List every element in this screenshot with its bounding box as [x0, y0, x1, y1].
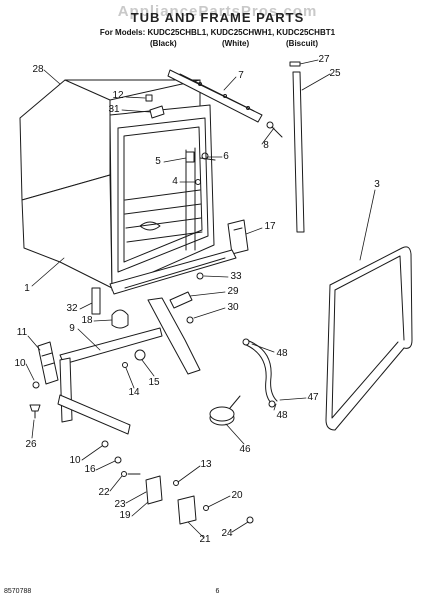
side-bracket-part-17 [227, 219, 249, 255]
model-list: For Models: KUDC25CHBL1, KUDC25CHWH1, KU… [99, 28, 336, 37]
callout-10-upper: 10 [14, 358, 26, 369]
leveling-leg-part-11 [32, 341, 59, 389]
base-frame-part-9 [57, 297, 201, 435]
callout-21: 21 [199, 534, 211, 545]
model-color-biscuit: (Biscuit) [286, 39, 318, 48]
lower-channel [109, 249, 237, 295]
callout-19: 19 [119, 510, 131, 521]
door-gasket-part-3 [325, 246, 413, 431]
parts-32-18 [91, 287, 129, 329]
valve-part-46 [209, 395, 241, 426]
callout-18: 18 [81, 315, 93, 326]
callout-5: 5 [155, 156, 161, 167]
callout-25: 25 [329, 68, 341, 79]
callout-29: 29 [227, 286, 239, 297]
callout-30: 30 [227, 302, 239, 313]
callout-46: 46 [239, 444, 251, 455]
callout-31: 31 [108, 104, 120, 115]
callout-14: 14 [128, 387, 140, 398]
callout-20: 20 [231, 490, 243, 501]
model-color-black: (Black) [150, 39, 177, 48]
callout-24: 24 [221, 528, 233, 539]
callout-16: 16 [84, 464, 96, 475]
leader-lines [25, 59, 376, 539]
screws-part-10-16 [101, 440, 122, 464]
callout-27: 27 [318, 54, 330, 65]
callout-10-lower: 10 [69, 455, 81, 466]
lower-brackets [121, 471, 254, 525]
hose-part-47 [242, 338, 278, 408]
callout-47: 47 [307, 392, 319, 403]
callout-28: 28 [32, 64, 44, 75]
callout-17: 17 [264, 221, 276, 232]
callout-15: 15 [148, 377, 160, 388]
model-color-white: (White) [222, 39, 250, 48]
watermark: AppliancePartsPros.com [117, 3, 318, 20]
callout-48-lower: 48 [276, 410, 288, 421]
document-number: 8570788 [4, 588, 32, 595]
trim-strip-part-25 [289, 61, 305, 233]
screws-part-33-29-30 [169, 272, 204, 324]
callout-8: 8 [263, 140, 269, 151]
callout-9: 9 [69, 323, 75, 334]
callout-23: 23 [114, 499, 126, 510]
callout-22: 22 [98, 487, 110, 498]
callout-6: 6 [223, 151, 229, 162]
page-number: 6 [215, 588, 220, 595]
callout-32: 32 [66, 303, 78, 314]
callout-13: 13 [200, 459, 212, 470]
callout-33: 33 [230, 271, 242, 282]
callout-11: 11 [16, 327, 28, 338]
callout-48-upper: 48 [276, 348, 288, 359]
callout-4: 4 [172, 176, 178, 187]
diagram-title: TUB AND FRAME PARTS [130, 10, 305, 25]
rail-part-7 [167, 69, 263, 123]
callout-12: 12 [112, 90, 124, 101]
foot-part-26 [29, 404, 41, 419]
callout-3: 3 [374, 179, 380, 190]
callout-26: 26 [25, 439, 37, 450]
callout-7: 7 [238, 70, 244, 81]
callout-1: 1 [24, 283, 30, 294]
bracket-part-31 [145, 94, 165, 119]
